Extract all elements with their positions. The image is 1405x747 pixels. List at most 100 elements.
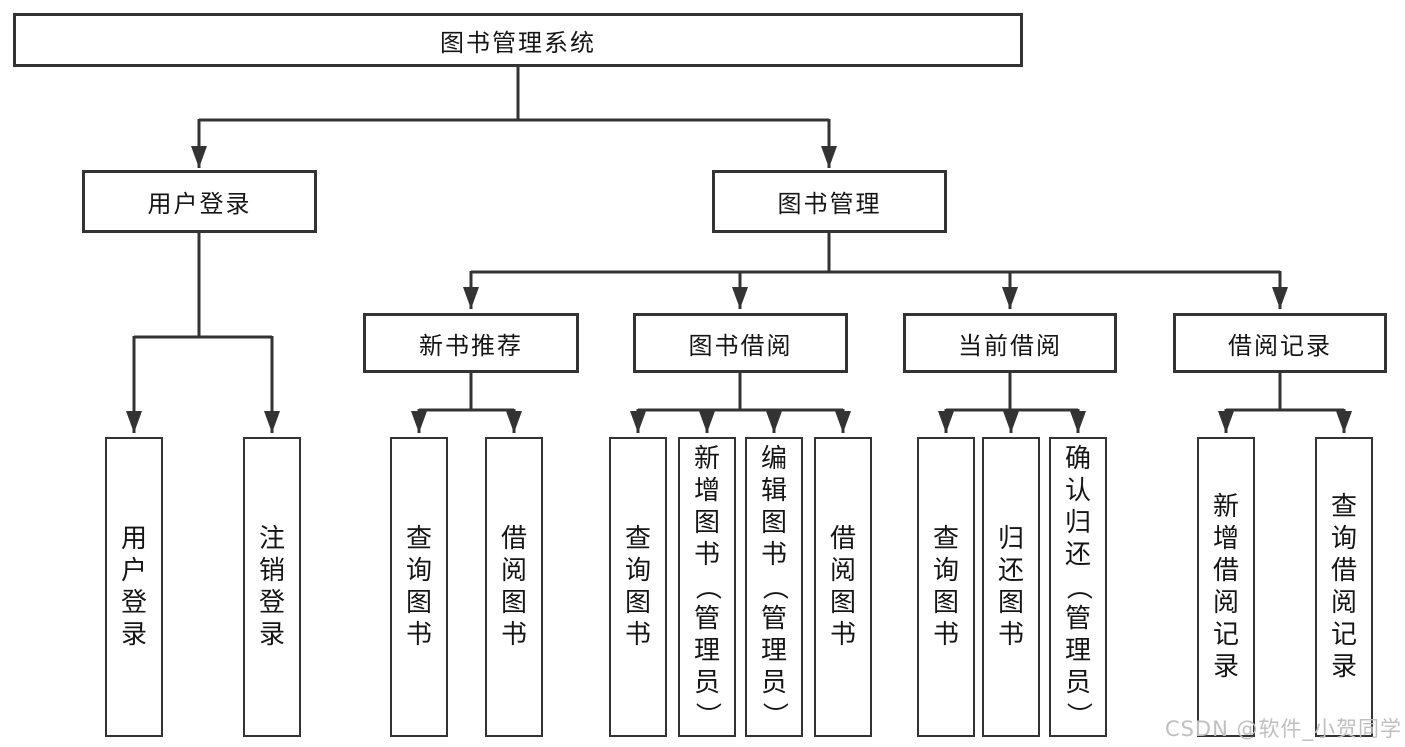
node-label: 图书管理 [777, 190, 882, 218]
connector-root-trunk [199, 67, 829, 122]
leaf-query-books-current: 查询图书 [917, 437, 975, 737]
connector-newbooks-trunk [419, 373, 514, 412]
leaf-label-char: 管 [693, 604, 720, 634]
leaf-label-char: 归 [997, 524, 1024, 554]
leaf-label-char: 书 [760, 540, 787, 570]
leaf-label-char: 图 [829, 588, 856, 618]
node-new-book-recommend: 新书推荐 [363, 313, 579, 373]
leaf-label-char: 还 [1064, 540, 1091, 570]
leaf-label-char: ） [1062, 701, 1093, 729]
leaf-label-char: 还 [997, 556, 1024, 586]
leaf-label: 查询借阅记录 [1317, 439, 1371, 735]
leaf-label-char: 新 [693, 444, 720, 474]
leaf-label-char: 录 [258, 620, 285, 650]
node-library-management-system: 图书管理系统 [13, 13, 1023, 67]
leaf-edit-books-admin: 编辑图书（管理员） [745, 437, 803, 737]
leaf-label-char: 编 [760, 444, 787, 474]
leaf-label-char: 图 [693, 508, 720, 538]
node-current-borrowing: 当前借阅 [903, 313, 1117, 373]
leaf-label-char: 管 [760, 604, 787, 634]
leaf-logout: 注销登录 [243, 437, 301, 737]
csdn-watermark: CSDN @软件_小贺同学 [1164, 717, 1402, 741]
leaf-label: 编辑图书（管理员） [747, 439, 801, 735]
leaf-label: 查询图书 [919, 439, 973, 735]
node-book-borrowing: 图书借阅 [633, 313, 848, 373]
leaf-label-char: 新 [1212, 492, 1239, 522]
leaf-label-char: 查 [405, 524, 432, 554]
leaf-label-char: 借 [500, 524, 527, 554]
leaf-label-char: 询 [932, 556, 959, 586]
node-label: 图书管理系统 [440, 28, 596, 57]
node-borrow-records: 借阅记录 [1173, 313, 1387, 373]
leaf-label-char: 管 [1064, 604, 1091, 634]
leaf-label-char: 理 [760, 636, 787, 666]
leaf-label-char: 认 [1064, 476, 1091, 506]
leaf-label-char: 书 [693, 540, 720, 570]
leaf-label-char: 确 [1064, 444, 1091, 474]
leaf-label: 新增图书（管理员） [680, 439, 734, 735]
node-label: 图书借阅 [688, 331, 793, 360]
leaf-label-char: 注 [258, 524, 285, 554]
leaf-label: 借阅图书 [816, 439, 870, 735]
connector-userlogin-trunk [134, 233, 272, 339]
leaf-label-char: 图 [997, 588, 1024, 618]
leaf-label: 归还图书 [984, 439, 1038, 735]
leaf-label-char: 借 [1330, 556, 1357, 586]
leaf-label-char: ） [758, 701, 789, 729]
leaf-label: 借阅图书 [487, 439, 541, 735]
leaf-label-char: 录 [1330, 652, 1357, 682]
connector-bookmgmt-trunk [471, 233, 1280, 274]
leaf-label-char: 书 [405, 620, 432, 650]
leaf-borrow-books-recommend: 借阅图书 [485, 437, 543, 737]
node-label: 借阅记录 [1228, 331, 1332, 360]
leaf-label-char: 图 [624, 588, 651, 618]
leaf-label-char: 图 [500, 588, 527, 618]
leaf-label-char: 阅 [1212, 588, 1239, 618]
leaf-label: 新增借阅记录 [1199, 439, 1253, 735]
leaf-label-char: 书 [997, 620, 1024, 650]
leaf-query-books-recommend: 查询图书 [390, 437, 448, 737]
leaf-label-char: 书 [829, 620, 856, 650]
leaf-label-char: 理 [693, 636, 720, 666]
leaf-label-char: （ [1062, 573, 1093, 601]
leaf-add-books-admin: 新增图书（管理员） [678, 437, 736, 737]
leaf-label-char: 图 [932, 588, 959, 618]
leaf-label-char: 阅 [1330, 588, 1357, 618]
leaf-label-char: 借 [829, 524, 856, 554]
leaf-label-char: 记 [1330, 620, 1357, 650]
leaf-label-char: 录 [1212, 652, 1239, 682]
node-label: 新书推荐 [419, 331, 523, 360]
leaf-query-books-borrow: 查询图书 [609, 437, 667, 737]
leaf-label-char: 登 [258, 588, 285, 618]
leaf-label-char: 借 [1212, 556, 1239, 586]
leaf-label: 查询图书 [611, 439, 665, 735]
leaf-label-char: 书 [500, 620, 527, 650]
leaf-label-char: 登 [120, 588, 147, 618]
leaf-label-char: 归 [1064, 508, 1091, 538]
connector-records-trunk [1226, 373, 1344, 412]
leaf-label-char: 增 [693, 476, 720, 506]
leaf-label-char: 查 [1330, 492, 1357, 522]
leaf-label-char: ） [691, 701, 722, 729]
leaf-label: 用户登录 [107, 439, 161, 735]
leaf-label-char: 用 [120, 524, 147, 554]
leaf-label-char: 户 [120, 556, 147, 586]
leaf-label-char: （ [691, 573, 722, 601]
leaf-label-char: 员 [1064, 668, 1091, 698]
leaf-label-char: 录 [120, 620, 147, 650]
leaf-label-char: 销 [258, 556, 285, 586]
connector-borrow-trunk [638, 373, 843, 412]
leaf-label-char: 增 [1212, 524, 1239, 554]
leaf-label-char: 询 [1330, 524, 1357, 554]
leaf-label-char: 询 [624, 556, 651, 586]
node-label: 用户登录 [147, 190, 252, 218]
leaf-label-char: 理 [1064, 636, 1091, 666]
leaf-add-borrow-record: 新增借阅记录 [1197, 437, 1255, 737]
leaf-label-char: 阅 [829, 556, 856, 586]
leaf-query-borrow-record: 查询借阅记录 [1315, 437, 1373, 737]
leaf-user-login: 用户登录 [105, 437, 163, 737]
leaf-label-char: 图 [760, 508, 787, 538]
leaf-label-char: 员 [760, 668, 787, 698]
